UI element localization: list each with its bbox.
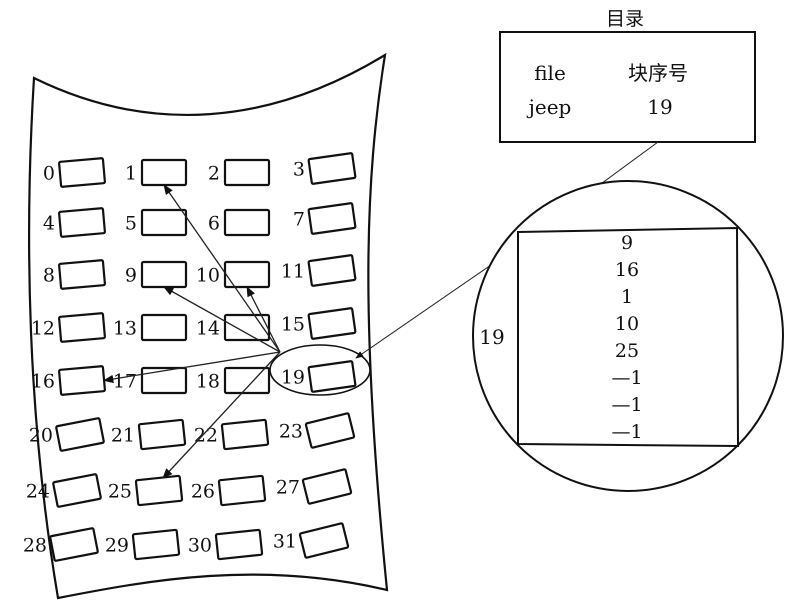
index-block-label: 19 bbox=[479, 325, 504, 349]
disk-block-9 bbox=[140, 260, 188, 289]
disk-block-number: 18 bbox=[196, 371, 220, 393]
index-entry: —1 bbox=[611, 367, 642, 389]
disk-block-15 bbox=[307, 307, 357, 340]
index-entry: 1 bbox=[621, 286, 633, 308]
disk-block-number: 21 bbox=[111, 425, 135, 447]
directory-header-file: file bbox=[534, 61, 566, 85]
disk-block-number: 26 bbox=[191, 481, 215, 503]
disk-block-number: 19 bbox=[281, 367, 305, 389]
directory-cell-filename: jeep bbox=[527, 95, 572, 119]
disk-block-13 bbox=[140, 313, 188, 342]
disk-block-16 bbox=[58, 365, 106, 396]
disk-block-20 bbox=[55, 417, 105, 452]
disk-block-5 bbox=[140, 208, 188, 237]
index-block-enlarged bbox=[517, 226, 740, 448]
index-entry: 25 bbox=[615, 340, 639, 362]
disk-block-3 bbox=[307, 152, 357, 185]
index-entry: 9 bbox=[621, 232, 633, 254]
index-block-entries: 9 16 1 10 25 —1 —1 —1 bbox=[611, 232, 642, 443]
directory-header-block-number: 块序号 bbox=[628, 61, 688, 85]
index-entry: —1 bbox=[611, 421, 642, 443]
disk-block-12 bbox=[58, 312, 106, 343]
index-entry: 16 bbox=[615, 259, 639, 281]
disk-block-number: 28 bbox=[23, 535, 47, 557]
disk-block-number: 8 bbox=[43, 265, 55, 287]
pointer-arrow-to-block-1 bbox=[163, 184, 281, 353]
disk-block-number: 29 bbox=[105, 535, 129, 557]
disk-block-number: 30 bbox=[188, 535, 212, 557]
disk-block-number: 23 bbox=[279, 421, 303, 443]
disk-block-8 bbox=[58, 259, 106, 290]
disk-block-number: 31 bbox=[273, 531, 297, 553]
pointer-arrow-to-block-25 bbox=[162, 351, 281, 479]
directory-cell-index-block: 19 bbox=[647, 95, 672, 119]
disk-block-number: 1 bbox=[125, 163, 137, 185]
disk-block-11 bbox=[307, 254, 357, 287]
disk-block-number: 20 bbox=[29, 425, 53, 447]
disk-block-number: 4 bbox=[43, 213, 55, 235]
disk-block-1 bbox=[140, 158, 188, 187]
disk-block-number: 9 bbox=[125, 265, 137, 287]
disk-block-number: 25 bbox=[108, 481, 132, 503]
index-block-highlight bbox=[269, 344, 371, 396]
disk-block-number: 27 bbox=[276, 477, 300, 499]
disk-block-0 bbox=[58, 157, 106, 188]
disk-block-2 bbox=[223, 158, 271, 187]
disk-block-number: 3 bbox=[293, 159, 305, 181]
disk-block-number: 13 bbox=[113, 318, 137, 340]
disk-block-number: 12 bbox=[31, 318, 55, 340]
disk-block-number: 10 bbox=[196, 265, 220, 287]
disk-block-25 bbox=[134, 474, 184, 507]
disk-block-24 bbox=[52, 473, 102, 508]
disk-block-28 bbox=[49, 527, 99, 562]
disk-block-7 bbox=[307, 202, 357, 235]
directory-title: 目录 bbox=[606, 8, 644, 30]
disk-block-number: 24 bbox=[26, 481, 50, 503]
disk-block-30 bbox=[214, 528, 264, 561]
disk-block-21 bbox=[137, 418, 187, 451]
disk-block-22 bbox=[220, 418, 270, 451]
disk-block-number: 22 bbox=[194, 425, 218, 447]
index-entry: 10 bbox=[615, 313, 639, 335]
disk-block-19 bbox=[307, 360, 357, 393]
disk-block-31 bbox=[298, 522, 350, 559]
pointer-arrow-to-block-9 bbox=[163, 286, 281, 353]
disk-block-17 bbox=[140, 366, 188, 395]
pointer-arrow-to-block-10 bbox=[246, 286, 281, 353]
disk-block-number: 5 bbox=[125, 213, 137, 235]
disk-block-number: 14 bbox=[196, 318, 220, 340]
disk-block-23 bbox=[304, 412, 356, 449]
disk-block-number: 16 bbox=[31, 371, 55, 393]
disk-block-18 bbox=[223, 366, 271, 395]
disk-block-number: 6 bbox=[208, 213, 220, 235]
disk-block-number: 17 bbox=[113, 371, 137, 393]
index-entry: —1 bbox=[611, 394, 642, 416]
disk-block-number: 2 bbox=[208, 163, 220, 185]
disk-block-29 bbox=[131, 528, 181, 561]
directory-table bbox=[499, 31, 756, 143]
pointer-arrows bbox=[102, 184, 281, 479]
disk-block-6 bbox=[223, 208, 271, 237]
disk-block-27 bbox=[301, 468, 353, 505]
disk-block-number: 0 bbox=[43, 163, 55, 185]
disk-block-26 bbox=[217, 474, 267, 507]
disk-block-number: 11 bbox=[281, 261, 305, 283]
pointer-arrow-to-block-16 bbox=[102, 351, 281, 384]
disk-surface bbox=[27, 52, 389, 600]
disk-block-4 bbox=[58, 207, 106, 238]
disk-block-number: 15 bbox=[281, 314, 305, 336]
disk-block-number: 7 bbox=[293, 209, 305, 231]
